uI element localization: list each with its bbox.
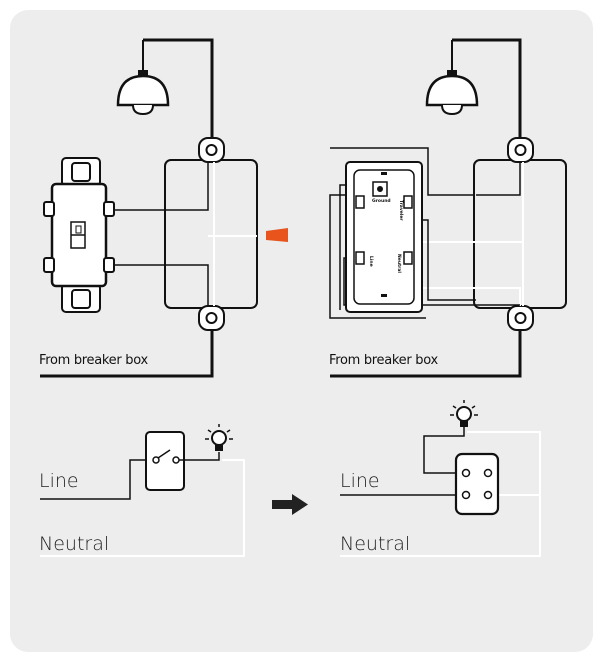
right-arrow-icon — [272, 494, 308, 515]
from-breaker-box-label-left: From breaker box — [39, 353, 148, 368]
toggle-switch-icon — [43, 157, 115, 313]
orange-arrow-icon — [266, 228, 288, 242]
terminal-ground-label: Ground — [372, 198, 391, 204]
ceiling-lamp-icon-right — [425, 40, 479, 116]
bottom-left-schematic: Line Neutral — [39, 424, 245, 557]
bottom-right-schematic: Line Neutral — [340, 400, 541, 557]
from-breaker-box-label-right: From breaker box — [329, 353, 438, 368]
top-right-diagram: From breaker box Ground Trave — [329, 38, 567, 378]
light-bulb-icon — [205, 424, 233, 451]
junction-box — [164, 159, 258, 309]
neutral-label-left: Neutral — [39, 533, 109, 555]
line-label-left: Line — [39, 470, 79, 492]
terminal-traveler-label: Traveler — [398, 200, 404, 221]
light-bulb-icon-right — [450, 400, 478, 427]
diagram-panel — [10, 10, 593, 652]
ceiling-lamp-icon — [116, 40, 170, 116]
smart-switch-icon: Ground Traveler Line Neutral — [345, 161, 423, 313]
terminal-neutral-label: Neutral — [396, 254, 402, 273]
line-label-right: Line — [340, 470, 380, 492]
smart-switch-symbol-icon — [454, 452, 500, 516]
switch-symbol-icon — [145, 431, 185, 491]
terminal-line-label: Line — [368, 256, 374, 267]
neutral-label-right: Neutral — [340, 533, 410, 555]
top-left-diagram: From breaker box — [39, 38, 258, 378]
